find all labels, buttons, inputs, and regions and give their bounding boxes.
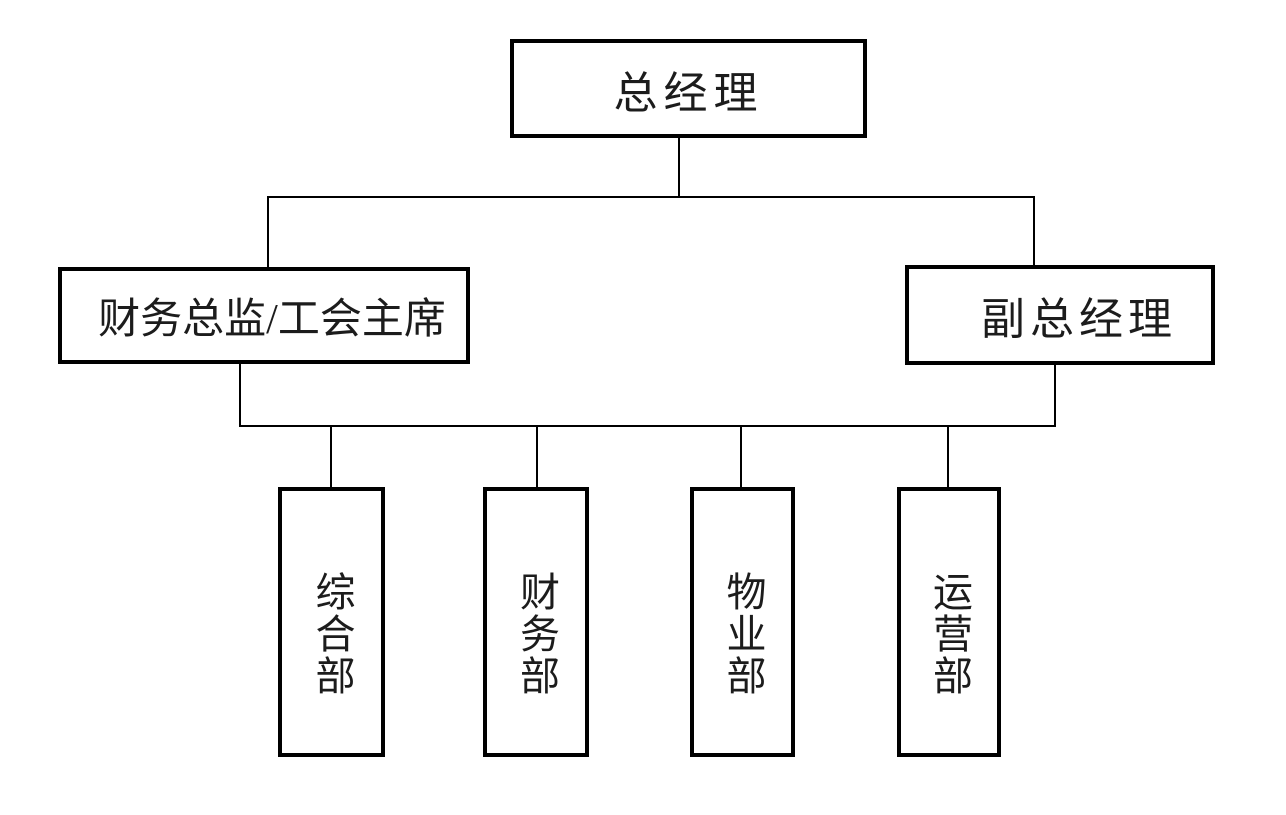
connector-dept-general-drop	[330, 425, 332, 488]
connector-gm-drop	[678, 137, 680, 198]
connector-cfo-drop	[239, 363, 241, 427]
connector-dgm-drop	[1054, 365, 1056, 427]
org-node-dept-general: 综合部	[278, 487, 385, 757]
org-node-dept-finance-label: 财务部	[514, 571, 559, 697]
connector-dept-finance-drop	[536, 425, 538, 488]
org-node-dept-operations: 运营部	[897, 487, 1001, 757]
connector-dept-operations-drop	[947, 425, 949, 488]
org-node-dept-operations-label: 运营部	[927, 571, 972, 697]
connector-dept-property-drop	[740, 425, 742, 488]
org-node-finance-director-union-chair: 财务总监/工会主席	[58, 267, 470, 364]
connector-lower-bus	[239, 425, 1056, 427]
org-node-general-manager: 总经理	[510, 39, 867, 138]
org-node-finance-director-union-chair-label: 财务总监/工会主席	[98, 297, 446, 343]
org-node-deputy-general-manager: 副总经理	[905, 265, 1215, 365]
org-node-dept-property-label: 物业部	[720, 571, 766, 697]
org-node-dept-general-label: 综合部	[309, 571, 355, 697]
connector-upper-left-drop	[267, 196, 269, 267]
org-node-dept-property: 物业部	[690, 487, 795, 757]
org-node-general-manager-label: 总经理	[613, 68, 764, 118]
connector-upper-right-drop	[1033, 196, 1035, 266]
org-node-deputy-general-manager-label: 副总经理	[981, 295, 1177, 344]
org-node-dept-finance: 财务部	[483, 487, 589, 757]
connector-upper-bus	[267, 196, 1035, 198]
